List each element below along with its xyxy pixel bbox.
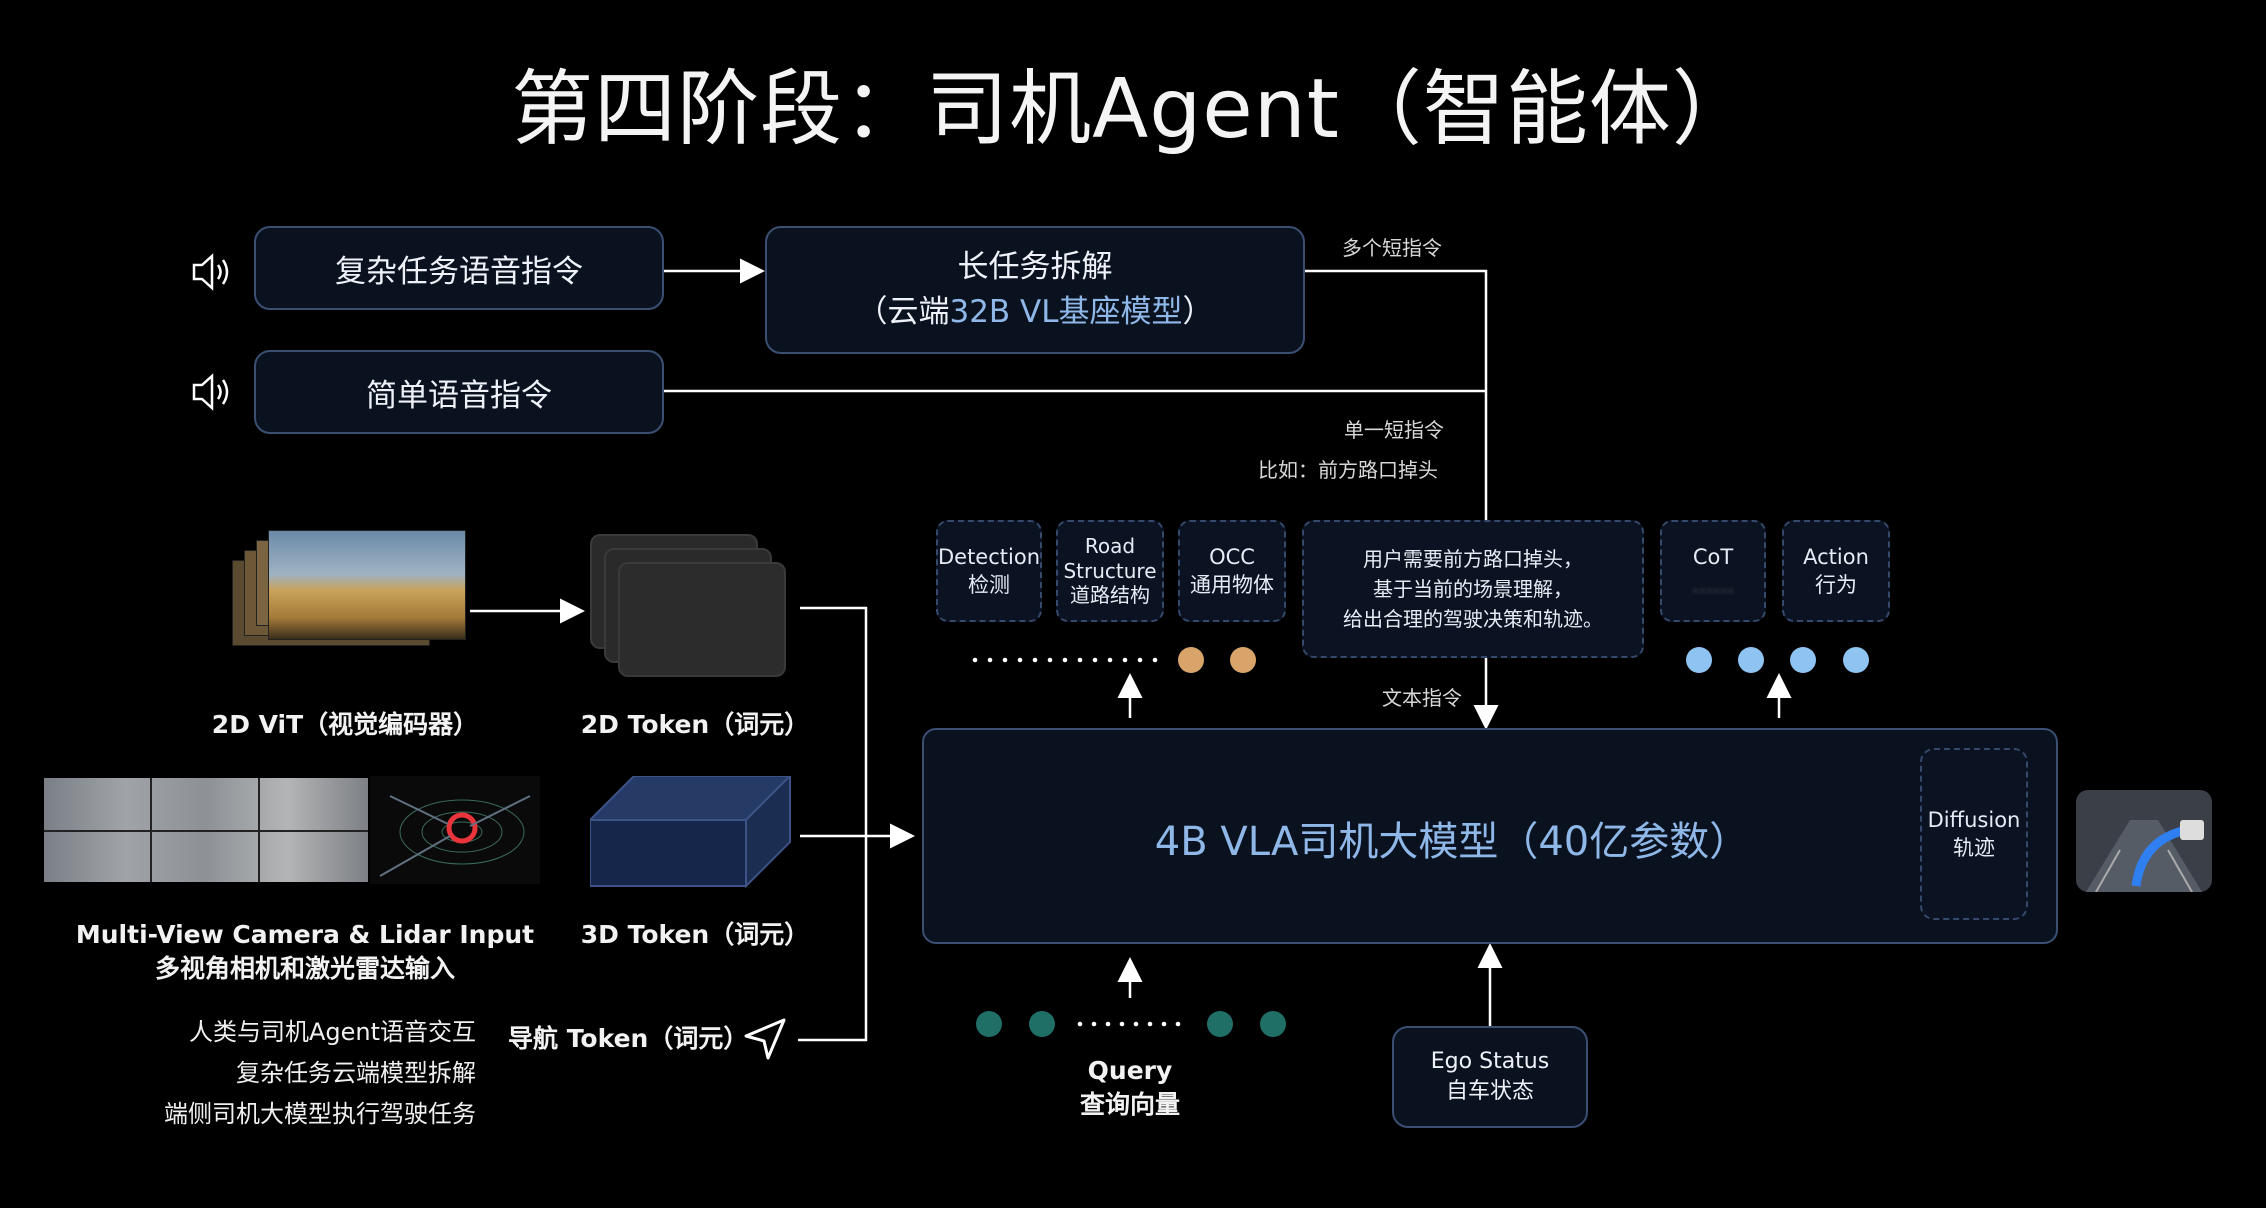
- occ-en: OCC: [1209, 544, 1255, 569]
- example-label: 比如：前方路口掉头: [1258, 458, 1438, 482]
- cot-head: CoT ……: [1660, 520, 1766, 622]
- token-3d-block: [590, 776, 792, 888]
- action-zh: 行为: [1815, 573, 1857, 597]
- query-token-dot: [1260, 1011, 1286, 1037]
- multi-short-label: 多个短指令: [1342, 236, 1442, 260]
- lidar-image: [370, 776, 540, 884]
- detection-head: Detection 检测: [936, 520, 1042, 622]
- diffusion-en: Diffusion: [1927, 807, 2021, 832]
- diffusion-zh: 轨迹: [1953, 836, 1995, 860]
- note-line: 端侧司机大模型执行驾驶任务: [164, 1099, 476, 1128]
- cot-zh: ……: [1692, 573, 1734, 597]
- occ-head: OCC 通用物体: [1178, 520, 1286, 622]
- single-short-label: 单一短指令: [1344, 418, 1444, 442]
- nav-token-label: 导航 Token（词元）: [508, 1024, 749, 1053]
- speaker-icon: [192, 373, 229, 411]
- vit-label: 2D ViT（视觉编码器）: [211, 710, 479, 739]
- decompose-title: 长任务拆解: [957, 249, 1113, 286]
- decompose-model: （云端32B VL基座模型）: [856, 294, 1214, 330]
- camera-label-en: Multi-View Camera & Lidar Input: [75, 920, 535, 949]
- ego-status-box: Ego Status 自车状态: [1392, 1026, 1588, 1128]
- notes-block: 人类与司机Agent语音交互 复杂任务云端模型拆解 端侧司机大模型执行驾驶任务: [120, 1012, 476, 1134]
- output-token-dot: [1230, 647, 1256, 673]
- diffusion-head: Diffusion 轨迹: [1920, 748, 2028, 920]
- ego-en: Ego Status: [1430, 1049, 1550, 1075]
- complex-voice-box: 复杂任务语音指令: [254, 226, 664, 310]
- multiview-camera-image: [44, 778, 368, 882]
- camera-label: Multi-View Camera & Lidar Input 多视角相机和激光…: [40, 918, 570, 986]
- occ-zh: 通用物体: [1190, 573, 1274, 597]
- action-head: Action 行为: [1782, 520, 1890, 622]
- ego-zh: 自车状态: [1445, 1079, 1534, 1104]
- token-3d-label: 3D Token（词元）: [580, 920, 810, 949]
- reasoning-line: 给出合理的驾驶决策和轨迹。: [1343, 607, 1603, 631]
- detection-zh: 检测: [968, 573, 1010, 597]
- simple-voice-label: 简单语音指令: [366, 377, 552, 414]
- output-token-dot: [1738, 647, 1764, 673]
- action-en: Action: [1803, 544, 1869, 569]
- reasoning-line: 用户需要前方路口掉头，: [1363, 547, 1583, 571]
- road-structure-en: Road Structure: [1063, 534, 1157, 583]
- query-token-dot: [976, 1011, 1002, 1037]
- query-token-dot: [1029, 1011, 1055, 1037]
- page-title: 第四阶段：司机Agent（智能体）: [511, 62, 1755, 157]
- trajectory-image: [2076, 790, 2212, 892]
- output-token-dot: [1790, 647, 1816, 673]
- road-structure-head: Road Structure 道路结构: [1056, 520, 1164, 622]
- detection-en: Detection: [937, 544, 1041, 569]
- speaker-icon: [192, 253, 229, 291]
- camera-image-stack: [232, 530, 466, 646]
- camera-label-zh: 多视角相机和激光雷达输入: [154, 953, 455, 983]
- token-card: [618, 562, 786, 677]
- reasoning-line: 基于当前的场景理解，: [1373, 577, 1573, 601]
- query-en: Query: [1087, 1056, 1173, 1085]
- output-token-dot: [1843, 647, 1869, 673]
- complex-voice-label: 复杂任务语音指令: [335, 253, 583, 290]
- text-instruction-label: 文本指令: [1382, 686, 1462, 710]
- road-structure-zh: 道路结构: [1070, 583, 1150, 608]
- vla-model-title: 4B VLA司机大模型（40亿参数）: [1154, 819, 1750, 865]
- note-line: 复杂任务云端模型拆解: [236, 1058, 476, 1087]
- query-token-dot: [1207, 1011, 1233, 1037]
- query-zh: 查询向量: [1079, 1089, 1180, 1119]
- navigation-arrow-icon: [744, 1018, 786, 1060]
- token-2d-label: 2D Token（词元）: [580, 710, 810, 739]
- note-line: 人类与司机Agent语音交互: [188, 1018, 476, 1046]
- simple-voice-box: 简单语音指令: [254, 350, 664, 434]
- task-decompose-box: 长任务拆解 （云端32B VL基座模型）: [765, 226, 1305, 354]
- vla-model-box: 4B VLA司机大模型（40亿参数）: [922, 728, 2058, 944]
- bracket-tokens: [798, 606, 868, 1042]
- output-token-dot: [1178, 647, 1204, 673]
- reasoning-box: 用户需要前方路口掉头， 基于当前的场景理解， 给出合理的驾驶决策和轨迹。: [1302, 520, 1644, 658]
- cot-en: CoT: [1692, 544, 1734, 569]
- output-token-dot: [1686, 647, 1712, 673]
- query-label: Query 查询向量: [1030, 1054, 1230, 1122]
